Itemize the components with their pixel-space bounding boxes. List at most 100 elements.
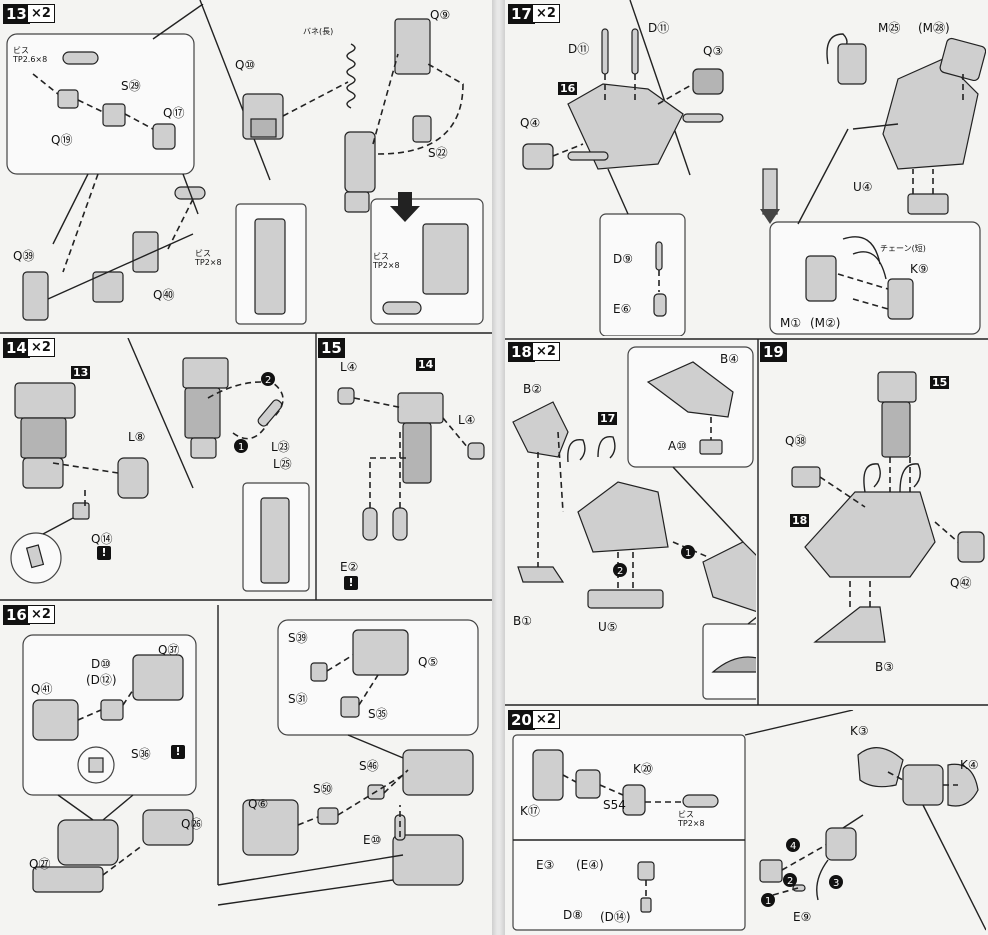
part-label: Q⑨ [430, 8, 451, 22]
part-label: S54 [603, 798, 626, 812]
step-ref: 14 [416, 358, 436, 371]
svg-text:2: 2 [617, 566, 623, 577]
part-label: D⑨ [613, 252, 633, 266]
step-18-drawing: 1 2 [512, 346, 756, 700]
part-label: B② [523, 382, 542, 396]
part-label: Q㊳ [785, 434, 807, 448]
page-gutter [492, 0, 505, 935]
svg-text:1: 1 [685, 548, 691, 559]
multiplier-badge: ×2 [27, 4, 55, 23]
part-label: (M②) [810, 316, 841, 330]
part-label: Q⑲ [51, 133, 73, 147]
part-label: Q㉗ [29, 857, 51, 871]
part-label: E⑥ [613, 302, 632, 316]
part-label: A⑩ [668, 439, 687, 453]
step-17: 17 ×2 [508, 4, 986, 336]
step-15: 15 L④ 14 L④ E② ! [318, 338, 490, 598]
screw-note: ビス TP2.6×8 [13, 46, 48, 64]
part-label: U④ [853, 180, 873, 194]
part-label: S㊻ [359, 759, 379, 773]
spring-note: バネ(長) [303, 27, 334, 36]
step-19: 19 15 Q㊳ 18 Q㊷ B③ [760, 342, 986, 702]
multiplier-badge: ×2 [532, 710, 560, 729]
part-label: B④ [720, 352, 739, 366]
step-15-drawing [337, 387, 485, 541]
step-number: 14 [3, 338, 30, 358]
part-label: Q㊴ [13, 249, 35, 263]
screw-note: ビス TP2×8 [373, 252, 400, 270]
part-label: Q㊶ [31, 682, 53, 696]
part-label: L㉕ [273, 457, 292, 471]
part-label: D⑩ [91, 657, 111, 671]
part-label: Q③ [703, 44, 724, 58]
step-19-drawing [791, 371, 985, 643]
step-number: 17 [508, 4, 535, 24]
screw-note: ビス TP2×8 [678, 810, 705, 828]
step-number: 18 [508, 342, 535, 362]
part-label: B③ [875, 660, 894, 674]
step-ref: 15 [930, 376, 950, 389]
part-label: L㉓ [271, 440, 290, 454]
part-label: Q㊵ [153, 288, 175, 302]
part-label: K⑨ [910, 262, 929, 276]
step-18: 18 ×2 1 2 B② 17 [508, 342, 756, 702]
multiplier-badge: ×2 [27, 338, 55, 357]
step-number: 13 [3, 4, 30, 24]
multiplier-badge: ×2 [532, 4, 560, 23]
part-label: S㉟ [368, 707, 388, 721]
step-ref: 16 [558, 82, 578, 95]
part-label: Q⑩ [235, 58, 256, 72]
step-16: 16 ×2 [3, 605, 489, 931]
caution-icon: ! [97, 546, 111, 560]
part-label: M① [780, 316, 802, 330]
part-label: K⑳ [633, 762, 653, 776]
screw-note: ビス TP2×8 [195, 249, 222, 267]
step-ref: 17 [598, 412, 618, 425]
part-label: (M㉘) [918, 21, 950, 35]
part-label: D⑧ [563, 908, 583, 922]
part-label: D⑪ [568, 42, 590, 56]
caution-icon: ! [171, 745, 185, 759]
part-label: S㉛ [288, 692, 308, 706]
part-label: Q⑭ [91, 532, 113, 546]
step-number: 19 [760, 342, 787, 362]
step-number: 20 [508, 710, 535, 730]
step-13: 13 ×2 [3, 4, 489, 330]
chain-note: チェーン(短) [880, 244, 926, 253]
step-14: 14 ×2 2 1 [3, 338, 313, 598]
caution-icon: ! [344, 576, 358, 590]
part-label: S㉒ [428, 146, 448, 160]
part-label: S㊱ [131, 747, 151, 761]
part-label: L④ [458, 413, 476, 427]
part-label: Q⑰ [163, 106, 185, 120]
part-label: E⑩ [363, 833, 382, 847]
part-label: L④ [340, 360, 358, 374]
part-label: E③ [536, 858, 555, 872]
part-label: K③ [850, 724, 869, 738]
step-13-drawing [6, 4, 484, 325]
part-label: (E④) [576, 858, 604, 872]
step-14-drawing: 2 1 [10, 338, 310, 592]
part-label: (D⑫) [86, 673, 117, 687]
part-label: S㊿ [313, 782, 333, 796]
part-label: E⑨ [793, 910, 812, 924]
svg-text:2: 2 [265, 375, 271, 386]
part-label: Q㊷ [950, 576, 972, 590]
part-label: S㉙ [121, 79, 141, 93]
part-label: U⑤ [598, 620, 618, 634]
svg-text:4: 4 [790, 841, 796, 852]
step-number: 16 [3, 605, 30, 625]
part-label: S㊴ [288, 631, 308, 645]
svg-text:1: 1 [765, 896, 771, 907]
part-label: D⑪ [648, 21, 670, 35]
part-label: Q⑥ [248, 797, 269, 811]
part-label: Q㊲ [158, 643, 180, 657]
part-label: K⑰ [520, 804, 540, 818]
part-label: L⑧ [128, 430, 146, 444]
svg-text:2: 2 [787, 876, 793, 887]
svg-text:1: 1 [238, 442, 244, 453]
part-label: Q④ [520, 116, 541, 130]
part-label: M㉕ [878, 21, 901, 35]
